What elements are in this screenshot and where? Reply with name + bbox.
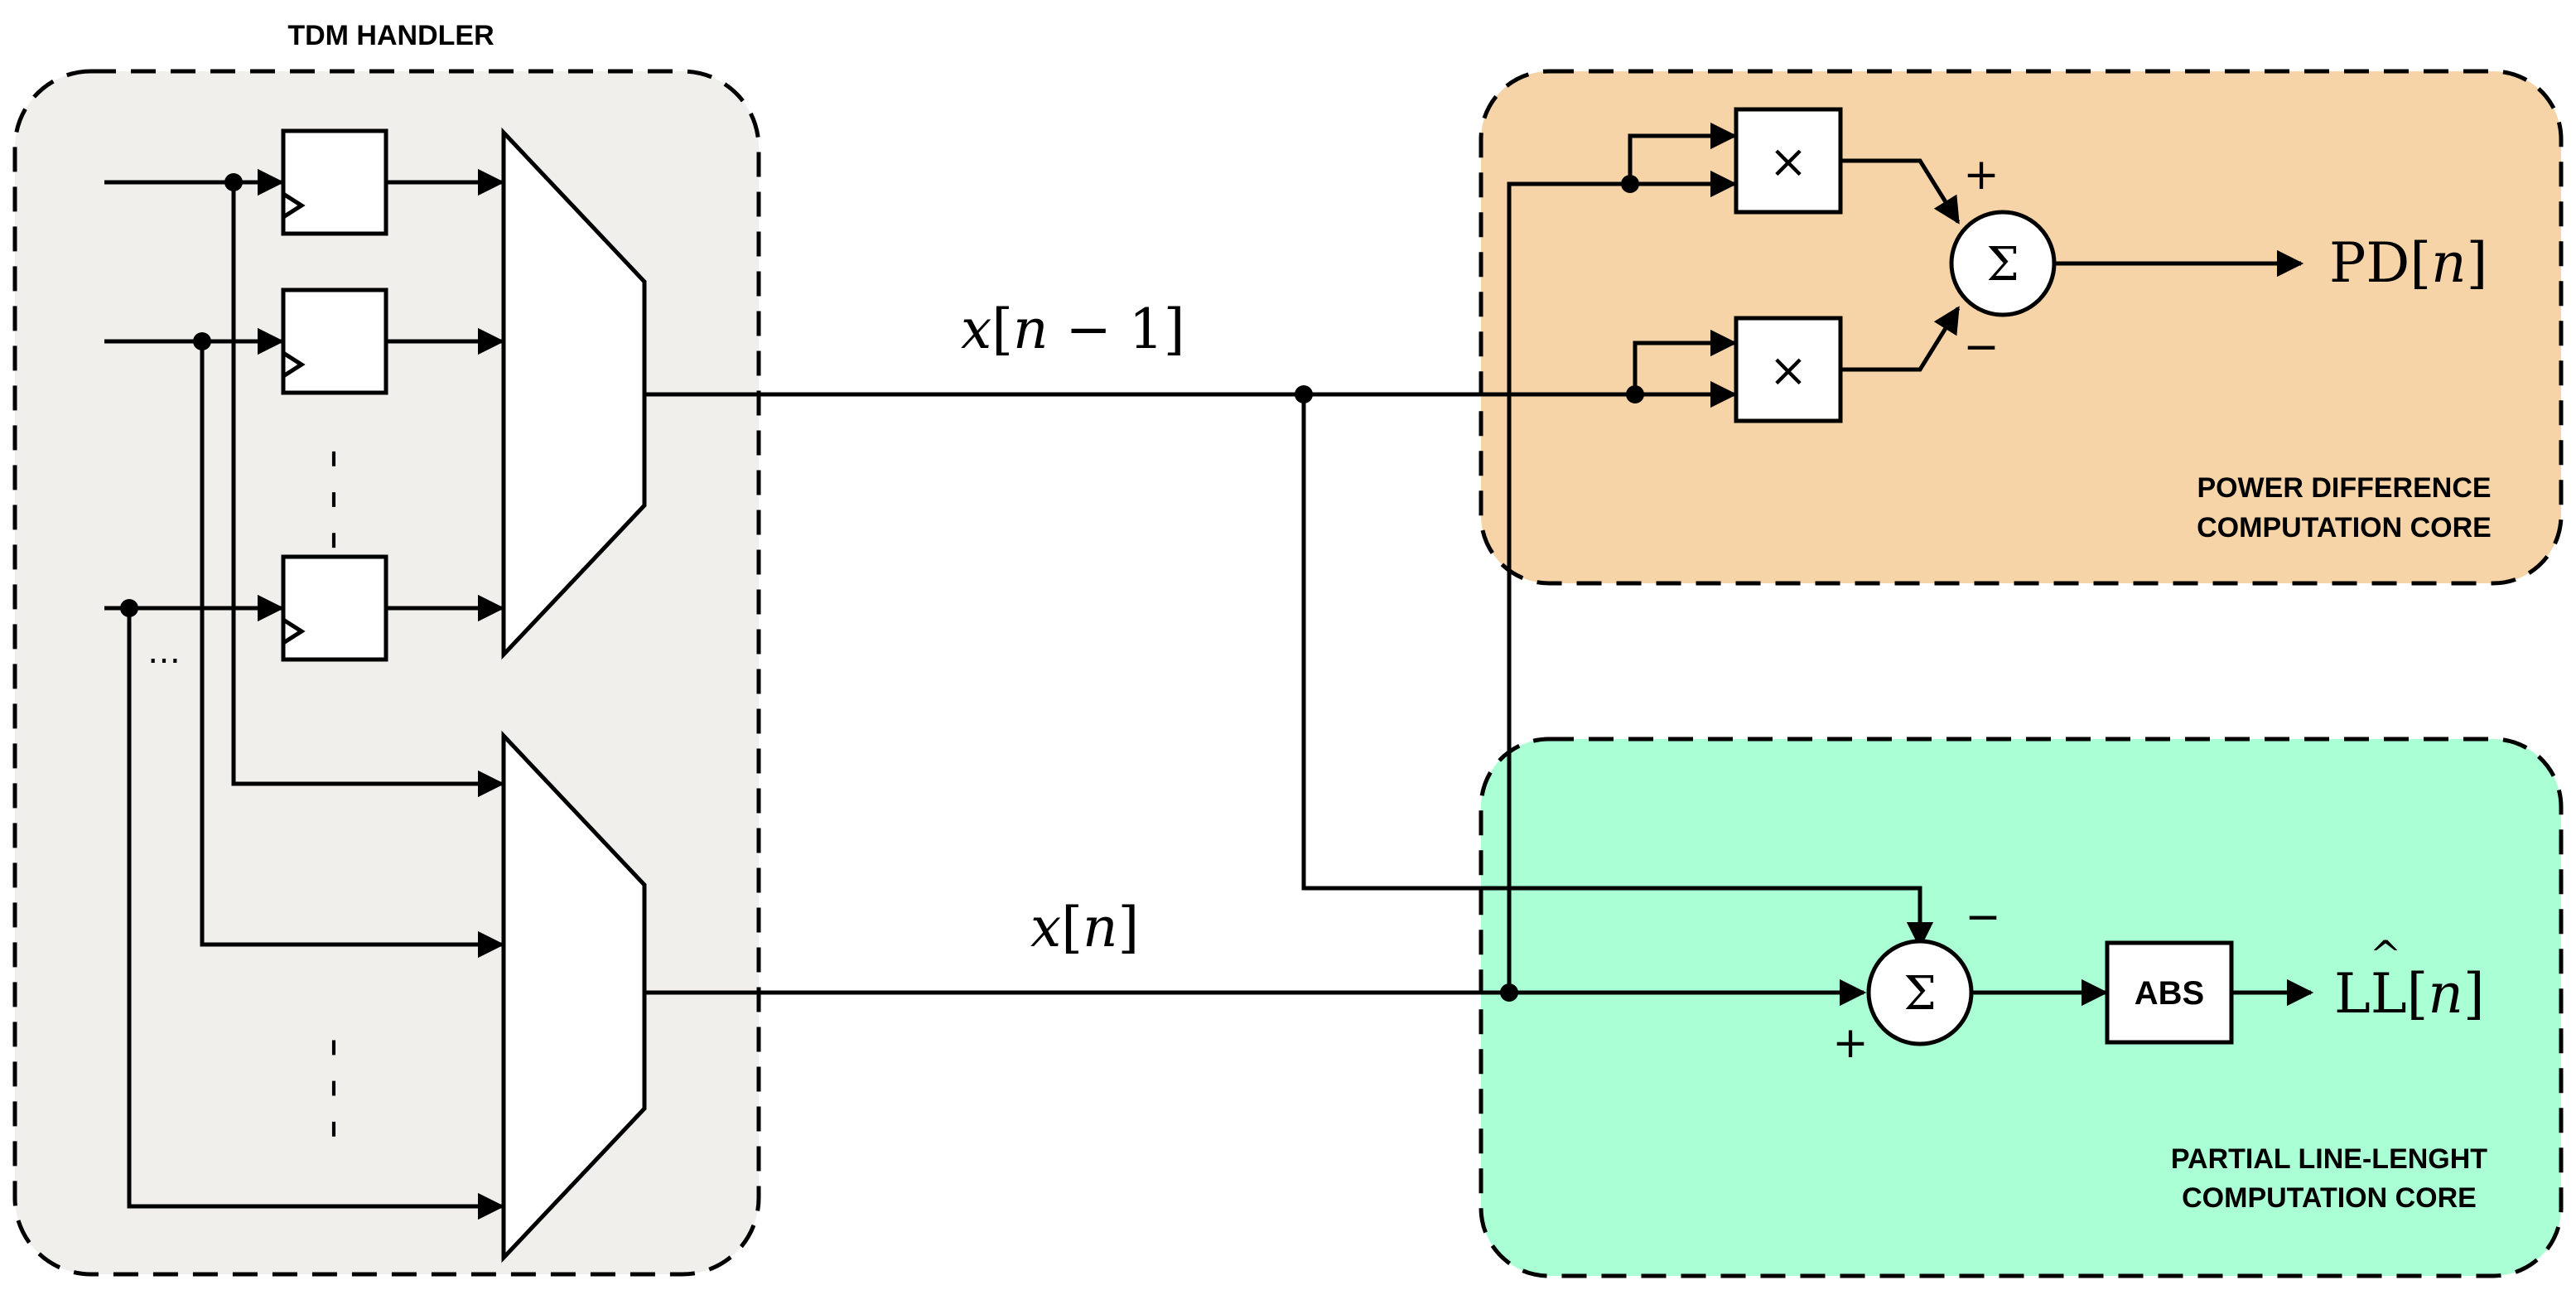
hat-accent: ^: [2370, 932, 2402, 977]
junction-dot: [1626, 385, 1644, 403]
plus-sign-pd: +: [1963, 150, 2000, 200]
junction-dot: [1295, 385, 1313, 403]
register-1: [281, 128, 388, 236]
multiplexer-bottom: [501, 730, 647, 1263]
svg-text:Σ: Σ: [1986, 238, 2019, 292]
ll-output-label: LL[n] ^: [2334, 932, 2485, 1026]
junction-dot: [120, 599, 138, 617]
minus-sign-ll: −: [1965, 892, 2001, 942]
multiplier-block-top: ×: [1734, 107, 1843, 215]
register-2: [281, 287, 388, 395]
pd-core-label-line2: COMPUTATION CORE: [2197, 512, 2492, 544]
tdm-handler-region: [12, 69, 761, 1277]
summation-block-pd: Σ: [1949, 210, 2057, 317]
junction-dot: [1500, 983, 1518, 1002]
horizontal-ellipsis: …: [147, 633, 181, 671]
multiplier-block-bottom: ×: [1734, 316, 1843, 423]
minus-sign-pd: −: [1963, 322, 2000, 372]
pd-core-label-line1: POWER DIFFERENCE: [2197, 472, 2491, 504]
junction-dot: [193, 332, 211, 350]
ll-core-label-line2: COMPUTATION CORE: [2182, 1182, 2477, 1214]
vertical-ellipsis-inputs: ⋮: [317, 1015, 350, 1154]
pd-output-label: PD[n]: [2329, 231, 2487, 295]
svg-text:×: ×: [1769, 135, 1808, 189]
junction-dot: [224, 173, 243, 191]
signal-label-x-cur: x[n]: [1030, 896, 1139, 959]
svg-text:LL[n]: LL[n]: [2334, 962, 2485, 1026]
plus-sign-ll: +: [1832, 1018, 1869, 1068]
tdm-handler-title: TDM HANDLER: [287, 20, 494, 51]
tdm-wiring: [104, 168, 505, 1220]
summation-block-ll: Σ: [1866, 939, 1974, 1046]
multiplexer-top: [501, 127, 647, 660]
junction-dot: [1621, 175, 1639, 193]
power-difference-region: [1479, 69, 2564, 586]
svg-text:×: ×: [1769, 344, 1808, 398]
pd-wiring: [1628, 122, 2304, 408]
line-length-region: [1479, 737, 2564, 1278]
vertical-ellipsis-registers: ⋮: [317, 426, 350, 565]
signal-label-x-prev: x[n − 1]: [961, 297, 1185, 361]
abs-block: ABS: [2105, 940, 2234, 1045]
svg-text:ABS: ABS: [2135, 975, 2204, 1012]
svg-text:Σ: Σ: [1903, 967, 1937, 1021]
register-n: [281, 554, 388, 662]
ll-core-label-line1: PARTIAL LINE-LENGHT: [2171, 1143, 2487, 1175]
